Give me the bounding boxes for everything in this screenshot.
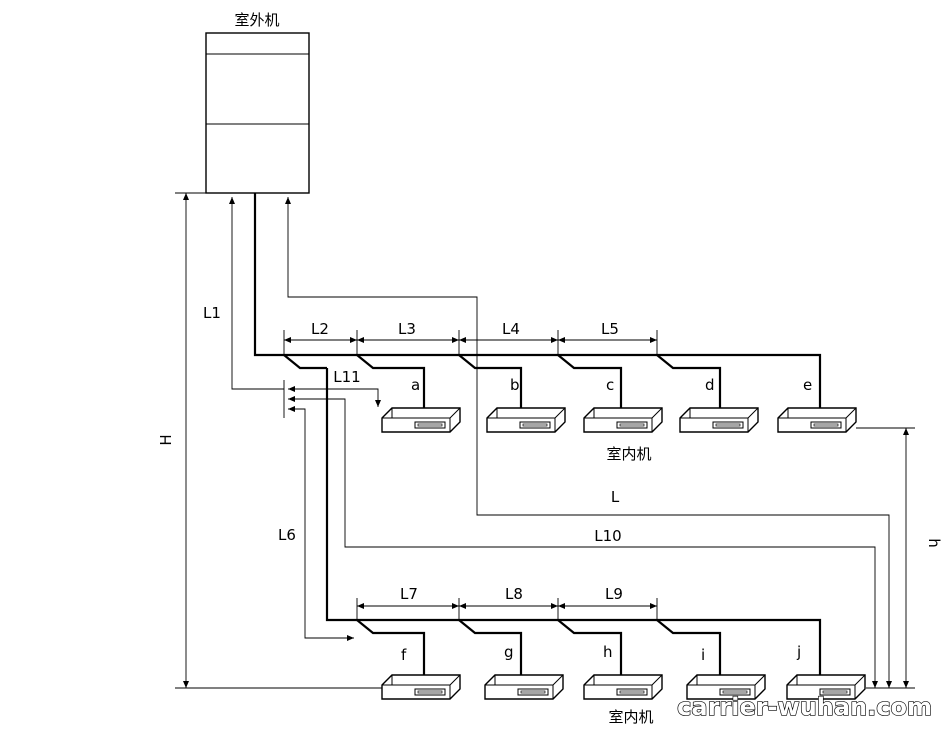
- unit-label-g: g: [504, 643, 514, 661]
- label-L9: L9: [605, 585, 623, 603]
- dimension-h: [856, 427, 915, 689]
- label-H: H: [157, 434, 175, 445]
- unit-label-e: e: [803, 376, 812, 394]
- label-L: L: [611, 488, 620, 506]
- unit-label-b: b: [510, 376, 520, 394]
- indoor-unit-c: [583, 407, 663, 433]
- label-L7: L7: [400, 585, 418, 603]
- indoor-unit-f: [381, 674, 461, 700]
- indoor-unit-b: [486, 407, 566, 433]
- dimension-L6: [288, 406, 354, 641]
- watermark: carrier-wuhan.com: [677, 693, 932, 721]
- label-L1: L1: [203, 304, 221, 322]
- indoor-caption-bottom: 室内机: [608, 708, 653, 726]
- indoor-unit-h: [583, 674, 663, 700]
- label-L10: L10: [594, 527, 621, 545]
- unit-label-d: d: [705, 376, 715, 394]
- label-L2: L2: [311, 320, 329, 338]
- label-L6: L6: [278, 526, 296, 544]
- unit-label-j: j: [796, 643, 801, 661]
- label-L3: L3: [398, 320, 416, 338]
- label-L8: L8: [505, 585, 523, 603]
- dimension-L10: [288, 396, 878, 688]
- main-piping: [253, 193, 822, 675]
- unit-label-c: c: [606, 376, 614, 394]
- unit-label-a: a: [411, 376, 420, 394]
- indoor-unit-d: [679, 407, 759, 433]
- indoor-unit-g: [484, 674, 564, 700]
- label-L5: L5: [601, 320, 619, 338]
- unit-label-i: i: [701, 646, 705, 664]
- label-h: h: [925, 538, 943, 548]
- dimension-L1: [229, 197, 284, 390]
- outdoor-unit-label: 室外机: [234, 11, 279, 29]
- label-L11: L11: [333, 368, 360, 386]
- label-L4: L4: [502, 320, 520, 338]
- indoor-caption-top: 室内机: [606, 445, 651, 463]
- dimension-H: [175, 192, 382, 689]
- indoor-unit-a: [381, 407, 461, 433]
- unit-label-f: f: [401, 646, 407, 664]
- unit-label-h: h: [603, 643, 613, 661]
- dimension-L: [285, 197, 892, 688]
- indoor-unit-e: [777, 407, 857, 433]
- outdoor-unit: [205, 32, 310, 194]
